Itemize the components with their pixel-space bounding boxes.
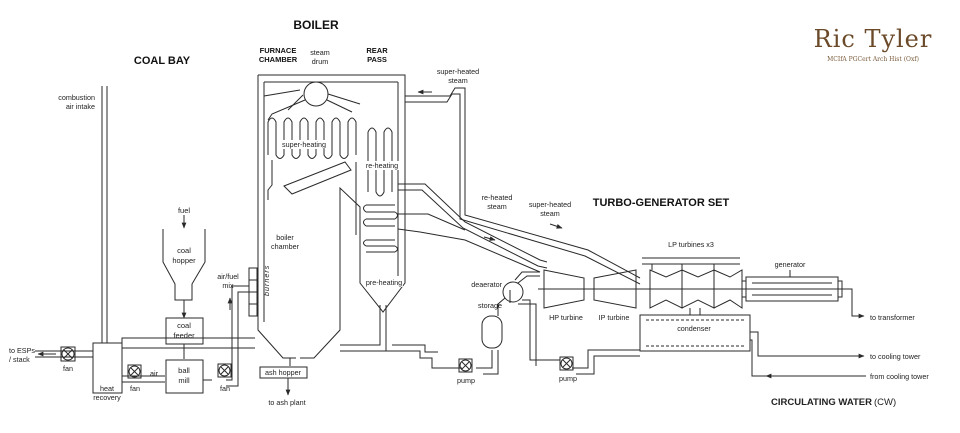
lp-turbines [642, 257, 743, 309]
feedwater-lines [386, 271, 640, 375]
label-generator: generator [774, 260, 806, 269]
label-to-cooling-tower: to cooling tower [870, 352, 921, 361]
label-from-cooling-tower: from cooling tower [870, 372, 929, 381]
label-super-heating: super-heating [281, 140, 327, 149]
heading-circulating-water: CIRCULATING WATER (CW) [771, 397, 897, 408]
label-reheated-2: steam [487, 202, 507, 211]
label-ip-turbine: IP turbine [598, 313, 630, 322]
label-air-intake: air intake [65, 102, 95, 111]
condenser-unit [639, 308, 751, 352]
pump-feed [458, 358, 473, 373]
label-boiler-chamber: chamber [271, 242, 299, 251]
superheater-coils [267, 117, 357, 200]
label-burners: burners [262, 264, 271, 296]
ash-hopper-box [259, 366, 308, 379]
cooling-water-lines [750, 331, 866, 379]
fan-esp [60, 346, 76, 362]
label-boiler: boiler [276, 233, 294, 242]
label-pass: PASS [367, 55, 387, 64]
label-recovery: recovery [93, 393, 121, 402]
heading-cw-bold: CIRCULATING WATER [771, 397, 872, 408]
generator-unit [741, 270, 865, 319]
label-pre-heating: pre-heating [364, 278, 404, 287]
steam-drum [303, 81, 329, 107]
deaerator-vessel [502, 281, 524, 303]
label-to-esps: to ESPs [9, 346, 35, 355]
label-mix: mix [222, 281, 234, 290]
label-reheated-1: re-heated [481, 193, 513, 202]
drum-tubes [263, 89, 361, 121]
label-fuel: fuel [177, 206, 191, 215]
flue-to-esps [35, 350, 93, 358]
logo-name: Ric Tyler [813, 25, 933, 53]
label-sh-steam-top-1: super-heated [436, 67, 480, 76]
heading-turbo-generator: TURBO-GENERATOR SET [592, 197, 730, 209]
label-coal-hopper-2: hopper [172, 256, 196, 265]
label-storage: storage [478, 301, 502, 310]
hp-turbine [543, 269, 585, 309]
pump-condensate [559, 356, 574, 371]
ip-turbine [593, 269, 637, 309]
label-ash-hopper: ash hopper [265, 368, 301, 377]
label-coal-hopper-1: coal [177, 246, 191, 255]
reheated-steam-lines [397, 183, 563, 273]
label-heat: heat [100, 384, 114, 393]
label-deaerator: deaerator [471, 280, 502, 289]
heading-coal-bay: COAL BAY [133, 55, 191, 67]
logo-credentials: MCIfA PGCert Arch Hist (Oxf) [827, 56, 919, 63]
label-air-fuel: air/fuel [217, 272, 239, 281]
reheater-coils [363, 127, 398, 253]
heading-cw-abbr: (CW) [873, 397, 897, 408]
label-ball-mill-1: ball [178, 366, 190, 375]
label-ball-mill-2: mill [178, 376, 190, 385]
label-fan-burner: fan [220, 384, 230, 393]
label-stack: / stack [9, 355, 30, 364]
label-fan-air: fan [130, 384, 140, 393]
combustion-air-intake-duct [101, 86, 108, 343]
coal-hopper-shape [162, 215, 206, 319]
label-steam: steam [310, 48, 330, 57]
label-sh-steam-2: steam [540, 209, 560, 218]
label-re-heating: re-heating [364, 161, 400, 170]
label-combustion: combustion [58, 93, 95, 102]
storage-tank [481, 315, 503, 349]
heading-boiler: BOILER [293, 18, 339, 32]
ball-mill-box [165, 359, 204, 394]
label-fan-esp: fan [63, 364, 73, 373]
label-air: air [150, 369, 158, 378]
label-rear: REAR [366, 46, 388, 55]
label-to-transformer: to transformer [870, 313, 915, 322]
label-sh-steam-top-2: steam [448, 76, 468, 85]
label-pump-feed: pump [457, 376, 475, 385]
label-coal-feeder-2: feeder [173, 331, 195, 340]
flue-gas-duct [121, 305, 387, 352]
label-sh-steam-1: super-heated [528, 200, 572, 209]
fan-burner [217, 363, 232, 378]
label-drum: drum [311, 57, 329, 66]
label-hp-turbine: HP turbine [549, 313, 583, 322]
label-condenser: condenser [675, 324, 713, 333]
label-pump-condensate: pump [559, 374, 577, 383]
burner-nozzles [248, 267, 258, 317]
label-furnace: FURNACE [259, 46, 297, 55]
label-chamber: CHAMBER [258, 55, 298, 64]
boiler-shell [257, 74, 406, 359]
air-fuel-pipe [203, 285, 249, 387]
label-to-ash-plant: to ash plant [268, 398, 306, 407]
logo: Ric Tyler MCIfA PGCert Arch Hist (Oxf) [808, 26, 938, 72]
label-lp-turbines: LP turbines x3 [668, 240, 714, 249]
heat-recovery-box [92, 342, 123, 394]
fan-air [127, 364, 142, 379]
superheated-steam-line-top [405, 87, 641, 285]
label-coal-feeder-1: coal [177, 321, 191, 330]
